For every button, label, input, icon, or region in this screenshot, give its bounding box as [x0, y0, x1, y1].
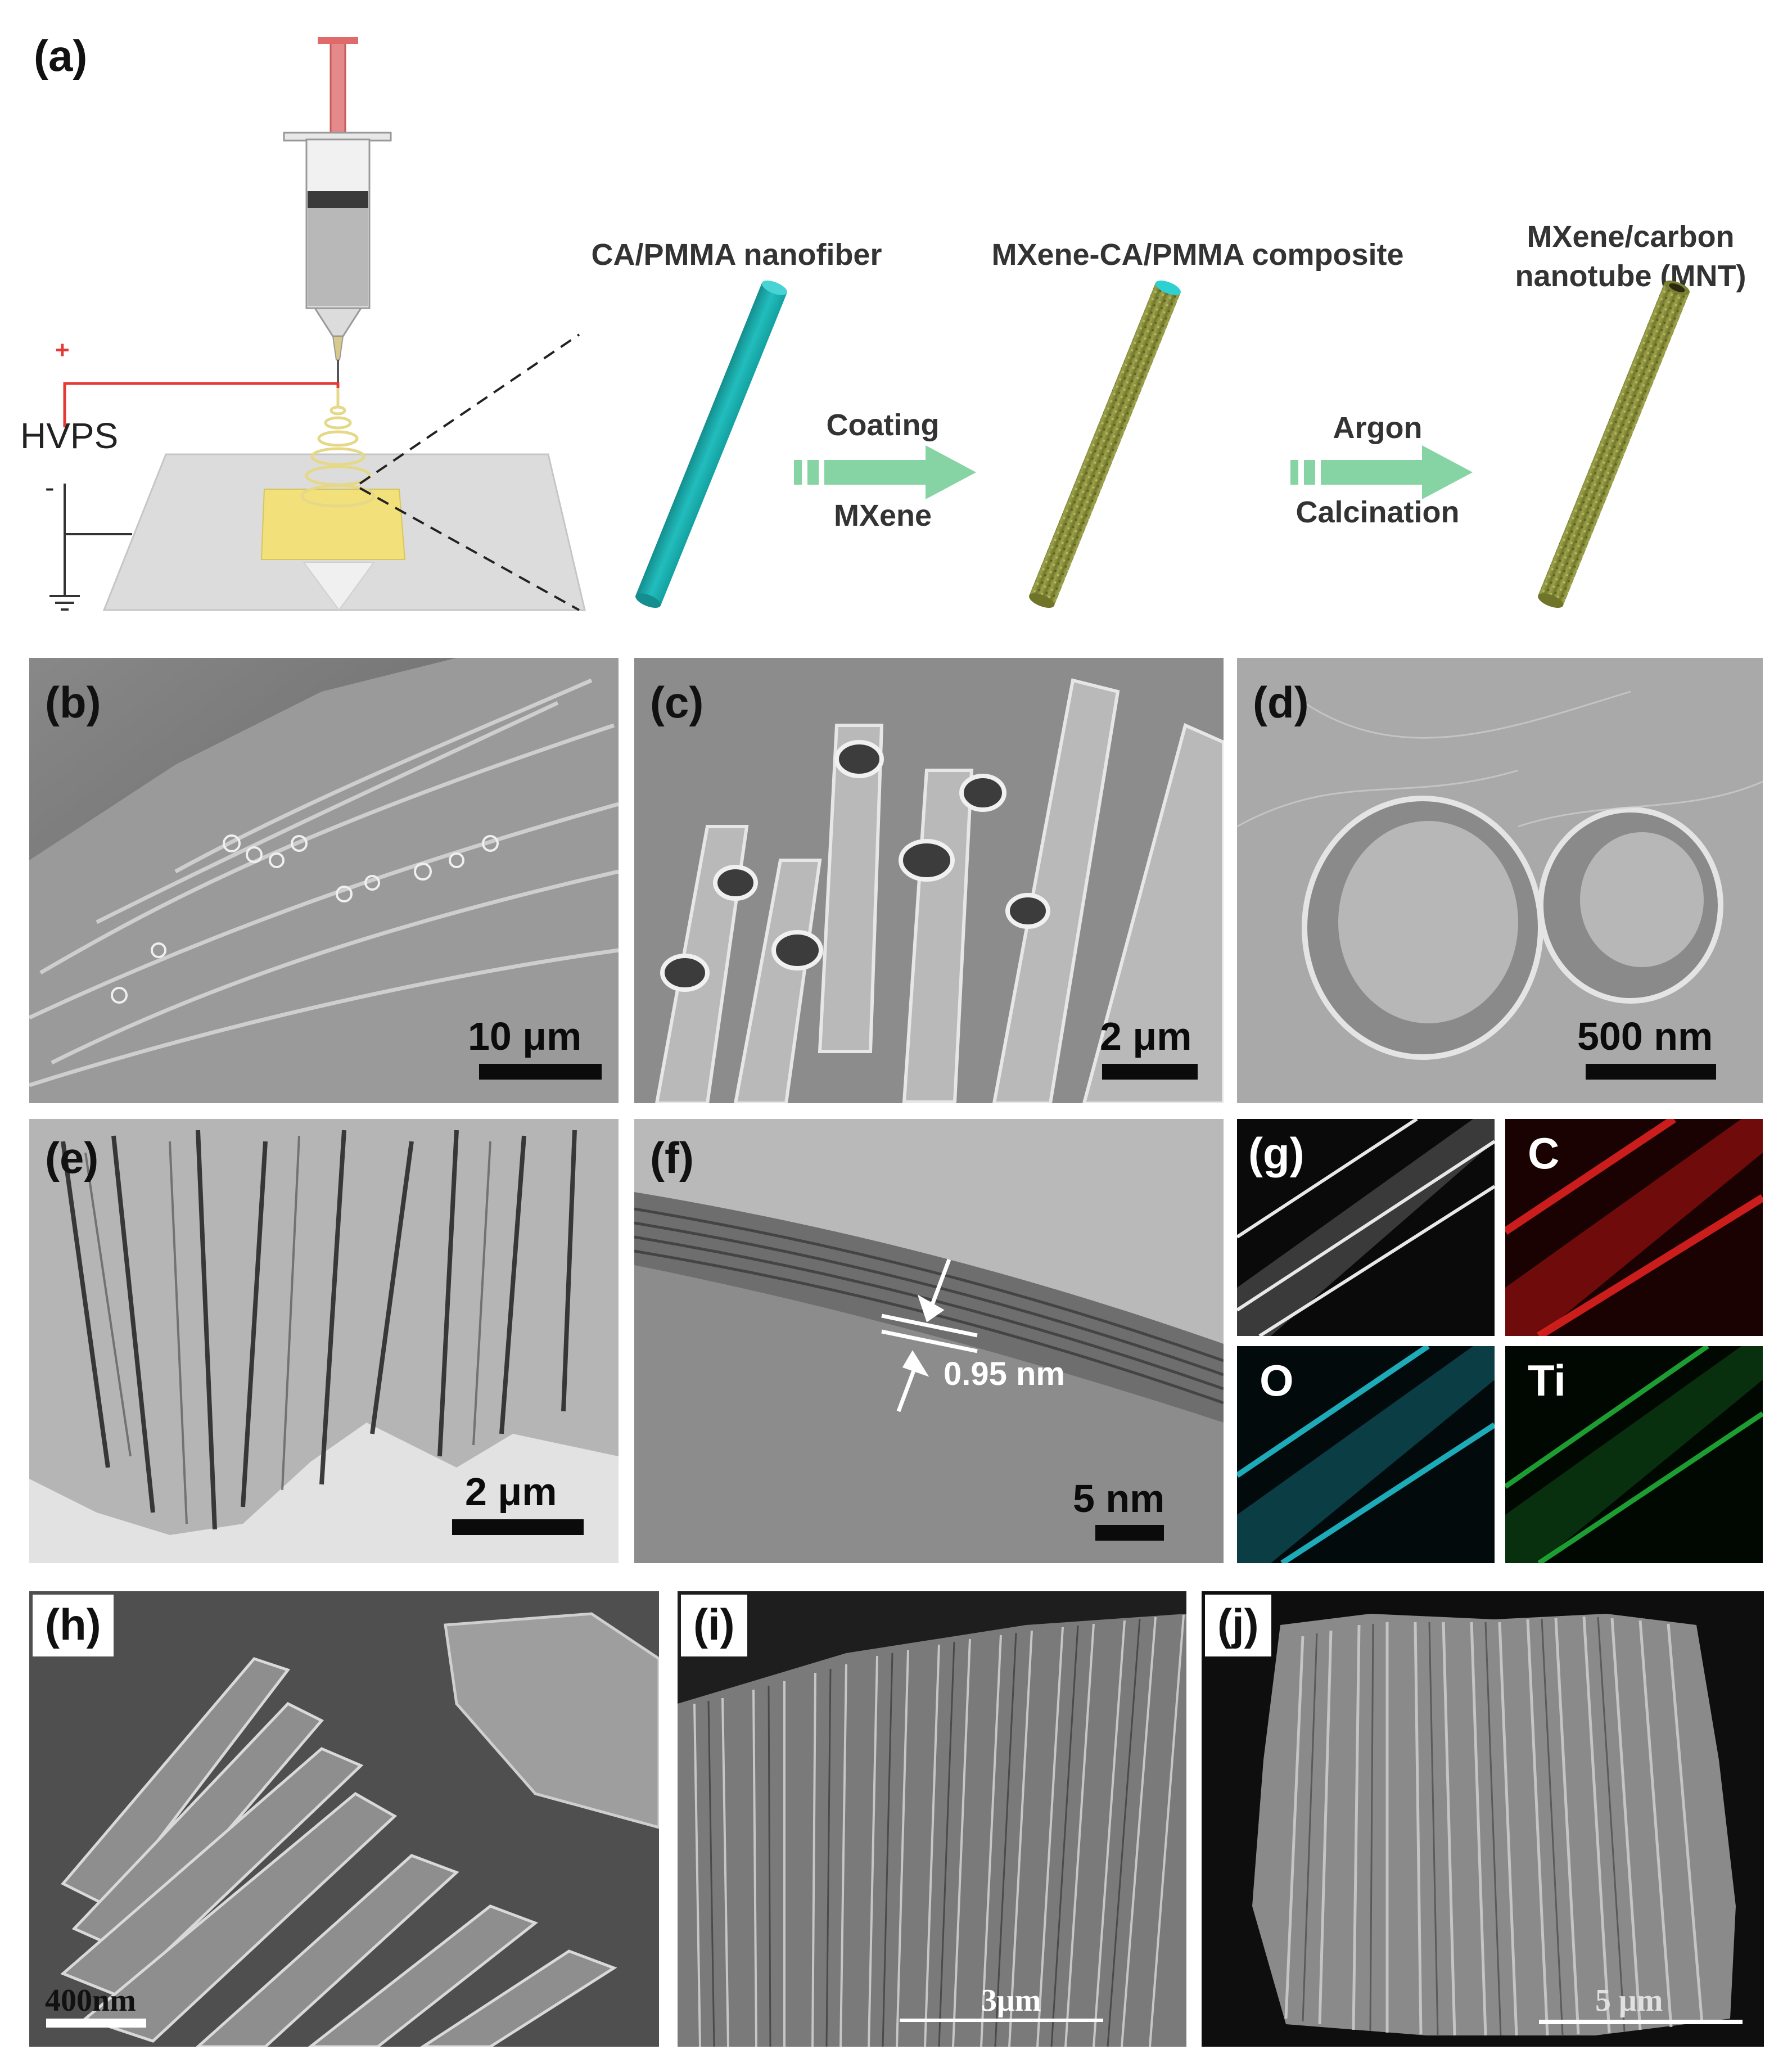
panel-i-label: (i)	[681, 1595, 747, 1656]
panel-d-scale-text: 500 nm	[1577, 1014, 1713, 1058]
panel-f-scale-text: 5 nm	[1073, 1477, 1165, 1520]
panel-b-scale-bar	[479, 1064, 602, 1080]
panel-e-scale-text: 2 μm	[465, 1470, 557, 1514]
zoom-line-bottom	[359, 487, 580, 611]
sem-image-j	[1202, 1591, 1764, 2047]
panel-b: (b) 10 μm	[29, 658, 619, 1103]
panel-j: (j) 5 μm	[1202, 1591, 1764, 2047]
fiber-jet-spiral	[300, 405, 376, 508]
ca-pmma-label: CA/PMMA nanofiber	[591, 238, 882, 272]
composite-fiber	[1029, 280, 1181, 608]
ground-symbol	[49, 595, 80, 611]
panel-e-scale-bar	[452, 1519, 584, 1535]
titanium-map-label: Ti	[1528, 1356, 1566, 1405]
panel-e-label: (e)	[45, 1133, 99, 1182]
arrow-coating	[794, 445, 976, 499]
titanium-map: Ti	[1505, 1346, 1763, 1563]
panel-j-scale-bar	[1539, 2020, 1743, 2024]
syringe-fluid	[308, 194, 368, 306]
oxygen-map-label: O	[1260, 1356, 1294, 1405]
ca-pmma-fiber	[635, 280, 787, 608]
panel-d-label: (d)	[1253, 678, 1309, 727]
tem-image-e	[29, 1119, 619, 1563]
hvps-label: HVPS	[20, 416, 119, 456]
arrow1-bottom-label: MXene	[833, 499, 932, 532]
panel-g-label: (g)	[1248, 1128, 1304, 1178]
composite-label: MXene-CA/PMMA composite	[991, 238, 1404, 272]
panel-b-label: (b)	[45, 678, 101, 727]
fiber-transformation-diagram	[635, 280, 1690, 608]
syringe-piston	[308, 191, 368, 208]
panel-d: (d) 500 nm	[1237, 658, 1763, 1103]
sem-image-b	[29, 658, 619, 1103]
mnt-fiber	[1538, 280, 1690, 608]
haadf-map: (g)	[1237, 1119, 1495, 1336]
panel-i-scale-bar	[900, 2019, 1103, 2022]
panel-j-label: (j)	[1205, 1595, 1271, 1656]
panel-h-scale-bar	[46, 2019, 146, 2028]
jet-cone	[303, 562, 375, 611]
panel-a-label: (a)	[34, 31, 88, 80]
zoom-line-top	[359, 333, 580, 485]
panel-c-label: (c)	[650, 678, 704, 727]
carbon-map: C	[1505, 1119, 1763, 1336]
arrow1-top-label: Coating	[826, 408, 940, 442]
sem-image-d	[1237, 658, 1763, 1103]
panel-g: (g) C O Ti	[1237, 1119, 1763, 1563]
oxygen-map: O	[1237, 1346, 1495, 1563]
panel-e: (e) 2 μm	[29, 1119, 619, 1563]
panel-j-scale-text: 5 μm	[1595, 1983, 1663, 2018]
minus-sign: -	[45, 472, 55, 503]
hrtem-image-f	[634, 1119, 1224, 1563]
mnt-label-line1: MXene/carbon	[1527, 220, 1735, 254]
sem-image-i	[678, 1591, 1186, 2047]
arrow-calcination	[1290, 445, 1473, 499]
high-voltage-wire	[63, 382, 340, 427]
panel-c-scale-text: 2 μm	[1100, 1014, 1192, 1058]
arrow2-bottom-label: Calcination	[1296, 495, 1460, 529]
fiber-mat	[260, 489, 406, 560]
panel-h-label: (h)	[33, 1595, 114, 1656]
panel-i: (i) 3μm	[678, 1591, 1186, 2047]
panel-f-label: (f)	[650, 1133, 694, 1182]
plunger-top	[318, 37, 358, 44]
panel-c-scale-bar	[1102, 1064, 1198, 1080]
panel-h-scale-text: 400nm	[45, 1983, 136, 2018]
carbon-map-label: C	[1528, 1128, 1560, 1178]
panel-a: (a)	[0, 0, 1792, 635]
sem-image-h	[29, 1591, 659, 2047]
panel-f-scale-bar	[1095, 1525, 1164, 1541]
panel-c: (c) 2 μm	[634, 658, 1224, 1103]
sem-image-c	[634, 658, 1224, 1103]
panel-i-scale-text: 3μm	[981, 1983, 1041, 2018]
panel-f: (f) 0.95 nm 5 nm	[634, 1119, 1224, 1563]
plus-sign: +	[55, 336, 70, 364]
panel-b-scale-text: 10 μm	[468, 1014, 582, 1058]
panel-h: (h) 400nm	[29, 1591, 659, 2047]
mnt-label-line2: nanotube (MNT)	[1515, 259, 1746, 293]
panel-f-annotation: 0.95 nm	[944, 1356, 1065, 1392]
electrospinning-setup-diagram	[49, 37, 586, 611]
panel-d-scale-bar	[1586, 1064, 1716, 1080]
arrow2-top-label: Argon	[1333, 411, 1423, 445]
